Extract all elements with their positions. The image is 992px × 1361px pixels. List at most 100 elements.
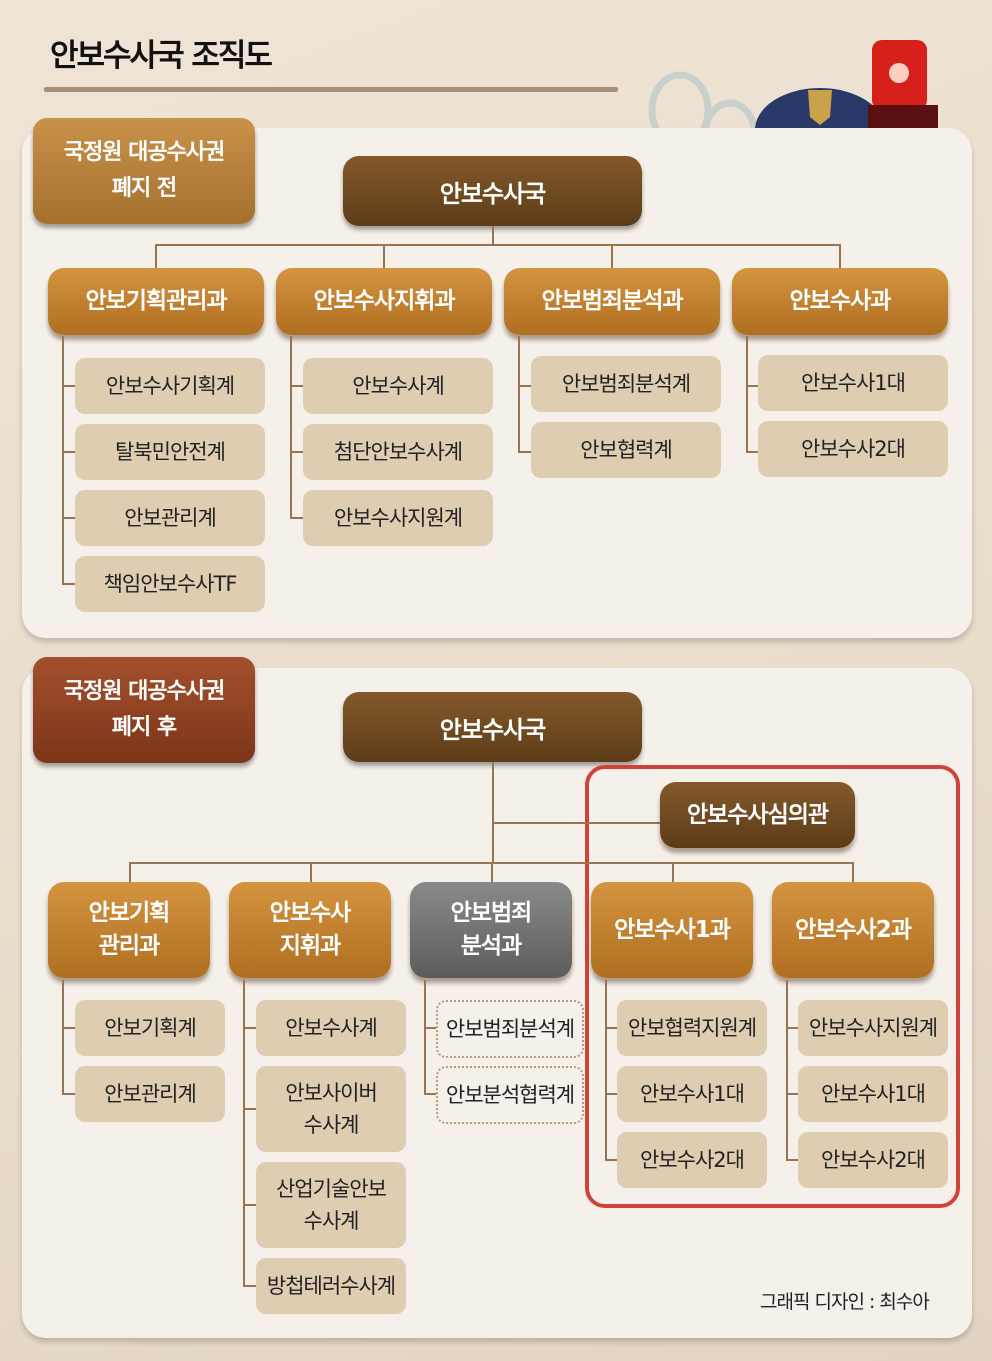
deputy-box: 안보수사심의관: [660, 782, 855, 848]
new-units-highlight: [585, 765, 960, 1208]
page-title: 안보수사국 조직도: [50, 38, 273, 74]
abolished-unit-box: 안보범죄분석계: [436, 1000, 584, 1058]
connector: [243, 1108, 256, 1110]
unit-box: 안보협력계: [531, 422, 721, 478]
tab-line: 국정원 대공수사권: [63, 140, 226, 165]
connector: [62, 583, 75, 585]
dept-line: 분석과: [460, 933, 522, 959]
connector: [424, 1093, 436, 1095]
unit-box: 안보수사2대: [758, 421, 948, 477]
unit-box: 안보수사기획계: [75, 358, 265, 414]
connector: [839, 244, 841, 268]
dept-box: 안보수사1과: [591, 882, 753, 978]
unit-box: 방첩테러수사계: [256, 1258, 406, 1314]
unit-box: 안보관리계: [75, 1066, 225, 1122]
unit-box: 첨단안보수사계: [303, 424, 493, 480]
connector: [491, 862, 493, 882]
connector: [290, 517, 303, 519]
connector: [290, 385, 303, 387]
unit-box: 안보수사지원계: [798, 1000, 948, 1056]
tab-line: 폐지 후: [111, 715, 177, 740]
unit-box: 안보수사계: [303, 358, 493, 414]
connector: [62, 517, 75, 519]
unit-line: 수사계: [303, 1113, 360, 1137]
connector: [62, 336, 64, 585]
unit-box: 안보관리계: [75, 490, 265, 546]
connector: [786, 1159, 798, 1161]
connector: [62, 980, 64, 1095]
dept-box: 안보기획관리과: [48, 268, 264, 335]
connector: [290, 451, 303, 453]
dept-line: 관리과: [98, 933, 160, 959]
connector: [605, 980, 607, 1161]
unit-box: 안보수사2대: [798, 1132, 948, 1188]
dept-line: 안보범죄: [450, 900, 533, 926]
connector: [852, 862, 854, 882]
connector: [243, 980, 245, 1286]
connector: [62, 1093, 75, 1095]
connector: [786, 1027, 798, 1029]
unit-box: 안보기획계: [75, 1000, 225, 1056]
unit-box: 탈북민안전계: [75, 424, 265, 480]
unit-box: 안보수사계: [256, 1000, 406, 1056]
graphic-credit: 그래픽 디자인 : 최수아: [760, 1291, 930, 1313]
connector: [518, 385, 531, 387]
connector: [155, 244, 157, 268]
dept-box: 안보수사과: [732, 268, 948, 335]
abolished-unit-box: 안보분석협력계: [436, 1066, 584, 1124]
connector: [746, 385, 758, 387]
connector: [786, 980, 788, 1161]
connector: [605, 1027, 617, 1029]
dept-line: 안보기획: [88, 900, 171, 926]
connector: [243, 1285, 256, 1287]
connector: [492, 226, 494, 245]
connector: [424, 980, 426, 1095]
unit-box: 안보수사지원계: [303, 490, 493, 546]
connector: [243, 1027, 256, 1029]
connector: [424, 1027, 436, 1029]
tab-line: 폐지 전: [111, 176, 177, 201]
connector: [518, 336, 520, 453]
dept-line: 안보수사: [269, 900, 352, 926]
connector: [746, 451, 758, 453]
connector: [290, 336, 292, 519]
title-divider: [44, 87, 618, 92]
unit-line: 수사계: [303, 1209, 360, 1233]
dept-line: 지휘과: [279, 933, 341, 959]
unit-line: 안보사이버: [285, 1081, 378, 1105]
connector: [129, 862, 131, 882]
unit-box: 책임안보수사TF: [75, 556, 265, 612]
connector: [310, 862, 312, 882]
connector: [492, 822, 660, 824]
unit-box: 안보수사1대: [798, 1066, 948, 1122]
connector: [62, 385, 75, 387]
unit-box: 안보수사1대: [617, 1066, 767, 1122]
connector: [243, 1204, 256, 1206]
connector: [605, 1093, 617, 1095]
head-box-before: 안보수사국: [343, 156, 642, 226]
connector: [518, 451, 531, 453]
unit-box: 안보수사2대: [617, 1132, 767, 1188]
dept-box: 안보수사2과: [772, 882, 934, 978]
connector: [62, 1027, 75, 1029]
connector: [611, 244, 613, 268]
connector: [605, 1159, 617, 1161]
unit-box: 안보수사1대: [758, 355, 948, 411]
head-box-after: 안보수사국: [343, 692, 642, 762]
connector: [155, 244, 841, 246]
unit-box: 안보범죄분석계: [531, 356, 721, 412]
connector: [492, 762, 494, 863]
unit-box: 안보협력지원계: [617, 1000, 767, 1056]
connector: [786, 1093, 798, 1095]
dept-box: 안보범죄분석과: [504, 268, 720, 335]
dept-box: 안보수사지휘과: [276, 268, 492, 335]
connector: [62, 451, 75, 453]
connector: [383, 244, 385, 268]
